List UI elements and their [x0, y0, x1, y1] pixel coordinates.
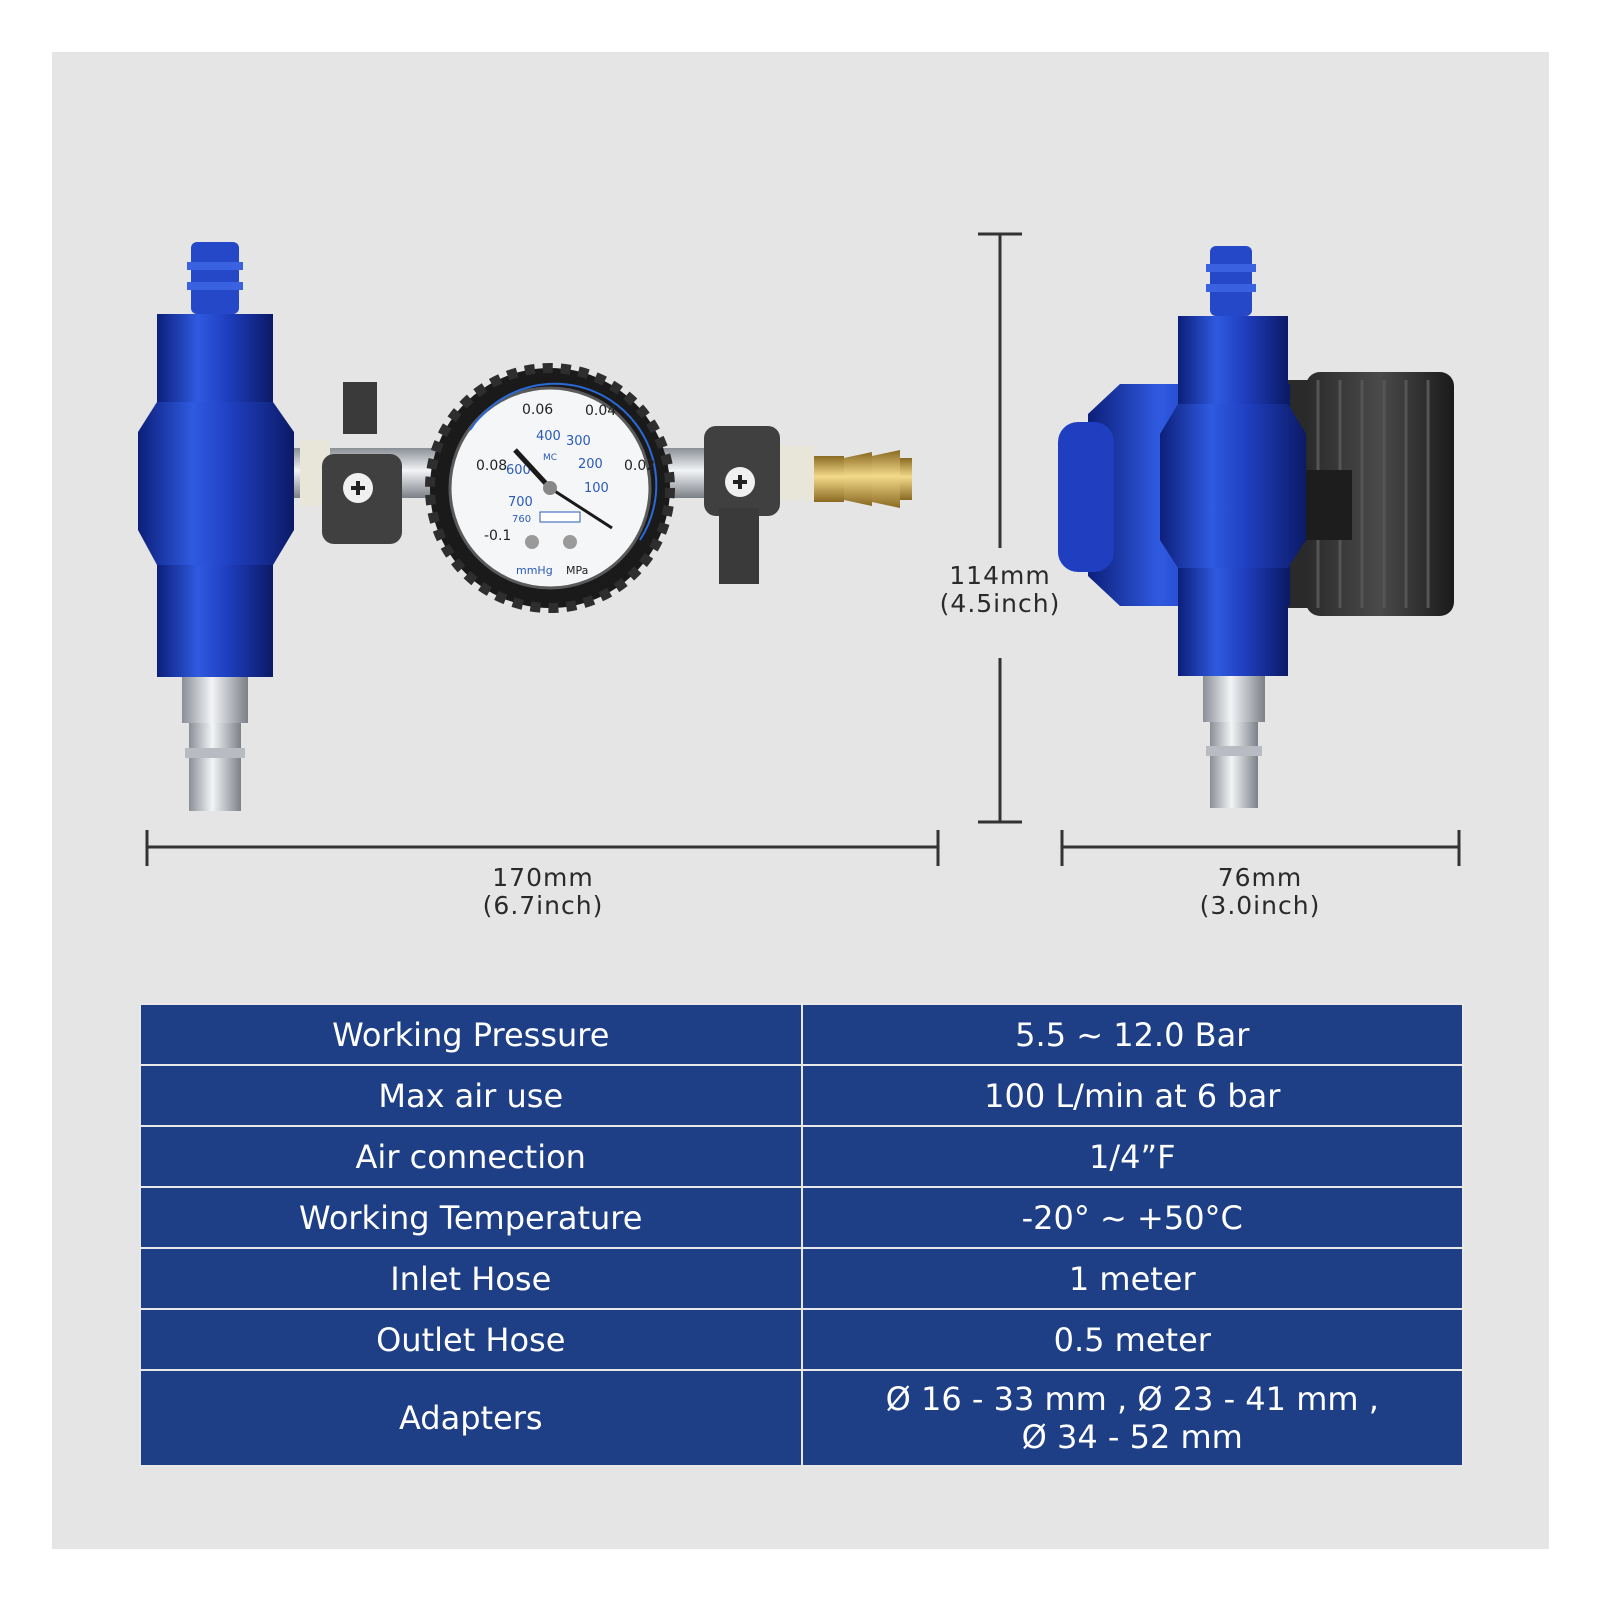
- spec-value: Ø 16 - 33 mm , Ø 23 - 41 mm , Ø 34 - 52 …: [800, 1369, 1464, 1467]
- height-mm: 114mm: [949, 561, 1051, 590]
- spec-value: -20° ~ +50°C: [800, 1186, 1464, 1249]
- black-adjustment-knob[interactable]: [1282, 372, 1454, 616]
- gauge-inner-760: 760: [512, 514, 531, 525]
- lower-blue-cylinder: [157, 565, 273, 677]
- front-width-inch: (6.7inch): [482, 891, 604, 920]
- gauge-inner-700: 700: [508, 495, 533, 510]
- spec-value: 0.5 meter: [800, 1308, 1464, 1371]
- gauge-inner-400: 400: [536, 429, 561, 444]
- adapters-line-1: Ø 16 - 33 mm , Ø 23 - 41 mm ,: [885, 1380, 1379, 1418]
- side-view-tool: [1058, 246, 1454, 808]
- spec-label: Outlet Hose: [139, 1308, 803, 1371]
- spec-label: Working Temperature: [139, 1186, 803, 1249]
- height-dimension: 114mm (4.5inch): [920, 562, 1080, 618]
- gauge-brand-logo: MC: [543, 453, 557, 463]
- table-row: Adapters Ø 16 - 33 mm , Ø 23 - 41 mm , Ø…: [139, 1369, 1464, 1467]
- top-hose-barb: [191, 242, 239, 314]
- front-view-tool: 0.06 0.04 0.08 0.02 -0.1 400 300 200 100…: [138, 242, 912, 811]
- gauge-needle: [513, 448, 552, 490]
- side-width-dimension: 76mm (3.0inch): [1160, 864, 1360, 920]
- table-row: Outlet Hose 0.5 meter: [139, 1308, 1464, 1371]
- dimension-lines: [145, 232, 1461, 866]
- spec-label: Max air use: [139, 1064, 803, 1127]
- product-illustration: 0.06 0.04 0.08 0.02 -0.1 400 300 200 100…: [138, 232, 1461, 866]
- spec-label: Working Pressure: [139, 1003, 803, 1066]
- gauge-label-0.06: 0.06: [522, 402, 553, 418]
- adapters-line-2: Ø 34 - 52 mm: [1021, 1418, 1243, 1456]
- side-top-barb: [1210, 246, 1252, 316]
- table-row: Inlet Hose 1 meter: [139, 1247, 1464, 1310]
- gauge-unit-mmhg: mmHg: [516, 564, 553, 577]
- table-row: Air connection 1/4”F: [139, 1125, 1464, 1188]
- height-inch: (4.5inch): [939, 589, 1061, 618]
- spec-label: Adapters: [139, 1369, 803, 1467]
- quick-coupler: [182, 677, 248, 723]
- gauge-label-0.08: 0.08: [476, 458, 507, 474]
- table-row: Working Pressure 5.5 ~ 12.0 Bar: [139, 1003, 1464, 1066]
- main-blue-body: [138, 402, 294, 565]
- spec-value: 100 L/min at 6 bar: [800, 1064, 1464, 1127]
- right-ball-valve[interactable]: [704, 426, 780, 584]
- gauge-label-minus-0.1: -0.1: [484, 528, 511, 544]
- table-row: Max air use 100 L/min at 6 bar: [139, 1064, 1464, 1127]
- side-width-mm: 76mm: [1217, 863, 1303, 892]
- gauge-label-0.02: 0.02: [624, 458, 655, 474]
- spec-value: 5.5 ~ 12.0 Bar: [800, 1003, 1464, 1066]
- spec-label: Air connection: [139, 1125, 803, 1188]
- pressure-gauge: 0.06 0.04 0.08 0.02 -0.1 400 300 200 100…: [425, 363, 675, 613]
- gauge-inner-200: 200: [578, 457, 603, 472]
- spec-value: 1/4”F: [800, 1125, 1464, 1188]
- gauge-inner-100: 100: [584, 481, 609, 496]
- spec-label: Inlet Hose: [139, 1247, 803, 1310]
- side-quick-coupler: [1203, 676, 1265, 722]
- gauge-label-0.04: 0.04: [585, 403, 616, 419]
- upper-blue-cylinder: [157, 314, 273, 402]
- gauge-unit-mpa: MPa: [566, 564, 588, 577]
- spec-value: 1 meter: [800, 1247, 1464, 1310]
- gauge-inner-300: 300: [566, 434, 591, 449]
- front-width-mm: 170mm: [492, 863, 594, 892]
- specifications-table: Working Pressure 5.5 ~ 12.0 Bar Max air …: [139, 1003, 1464, 1467]
- left-ball-valve[interactable]: [322, 382, 402, 544]
- side-width-inch: (3.0inch): [1199, 891, 1321, 920]
- gauge-inner-600: 600: [506, 463, 531, 478]
- front-width-dimension: 170mm (6.7inch): [443, 864, 643, 920]
- brass-barb-fitting: [814, 450, 912, 508]
- table-row: Working Temperature -20° ~ +50°C: [139, 1186, 1464, 1249]
